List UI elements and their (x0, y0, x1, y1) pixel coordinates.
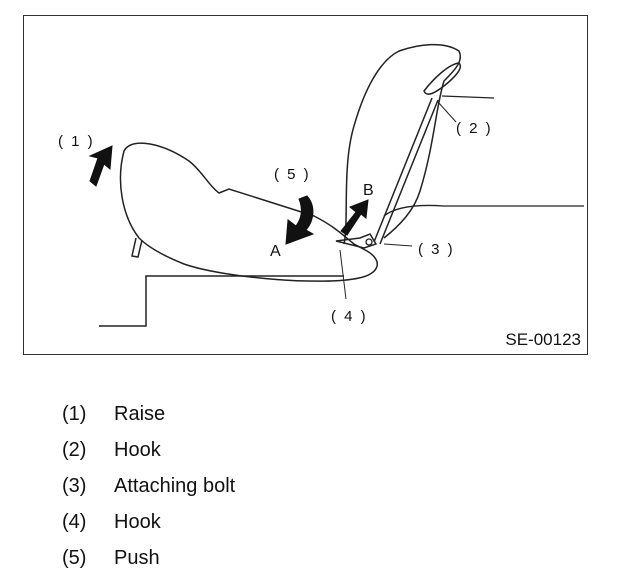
legend-text: Raise (114, 402, 166, 425)
legend-item: (3) Attaching bolt (62, 468, 235, 504)
seat-illustration (88, 43, 584, 327)
legend-text: Hook (114, 510, 161, 533)
strap-hook-line (441, 95, 495, 99)
figure-frame: ( 1 ) ( 2 ) ( 3 ) ( 4 ) ( 5 ) A B SE-001… (23, 15, 588, 355)
callout-3: ( 3 ) (418, 241, 455, 258)
leader-4 (339, 249, 347, 300)
legend-text: Hook (114, 438, 161, 461)
legend-number: (1) (62, 402, 87, 425)
legend-item: (5) Push (62, 540, 235, 576)
raise-arrow-icon (88, 145, 113, 187)
bracket (335, 233, 378, 249)
leader-3 (383, 243, 413, 247)
seat-cushion (119, 142, 378, 282)
strap-hook (423, 62, 461, 95)
legend-number: (3) (62, 474, 87, 497)
attaching-bolt-icon (365, 238, 373, 246)
callout-1: ( 1 ) (58, 133, 95, 150)
callout-4: ( 4 ) (331, 308, 368, 325)
seat-leg (131, 237, 143, 258)
legend-number: (2) (62, 438, 87, 461)
legend-number: (5) (62, 546, 87, 569)
legend-item: (1) Raise (62, 396, 235, 432)
callout-2: ( 2 ) (456, 120, 493, 137)
arrow-b-icon (340, 199, 369, 236)
legend-text: Push (114, 546, 160, 569)
callout-5: ( 5 ) (274, 166, 311, 183)
legend: (1) Raise (2) Hook (3) Attaching bolt (4… (62, 396, 235, 576)
strap (373, 97, 439, 245)
legend-text: Attaching bolt (114, 474, 236, 497)
direction-label-b: B (363, 182, 374, 199)
seat-back (343, 43, 461, 245)
rear-line (383, 204, 584, 217)
push-arrow-icon (285, 195, 315, 245)
figure-id: SE-00123 (505, 330, 581, 349)
legend-item: (4) Hook (62, 504, 235, 540)
legend-number: (4) (62, 510, 87, 533)
direction-label-a: A (270, 243, 281, 260)
floor-line (99, 275, 344, 327)
leader-2 (437, 101, 457, 123)
legend-item: (2) Hook (62, 432, 235, 468)
